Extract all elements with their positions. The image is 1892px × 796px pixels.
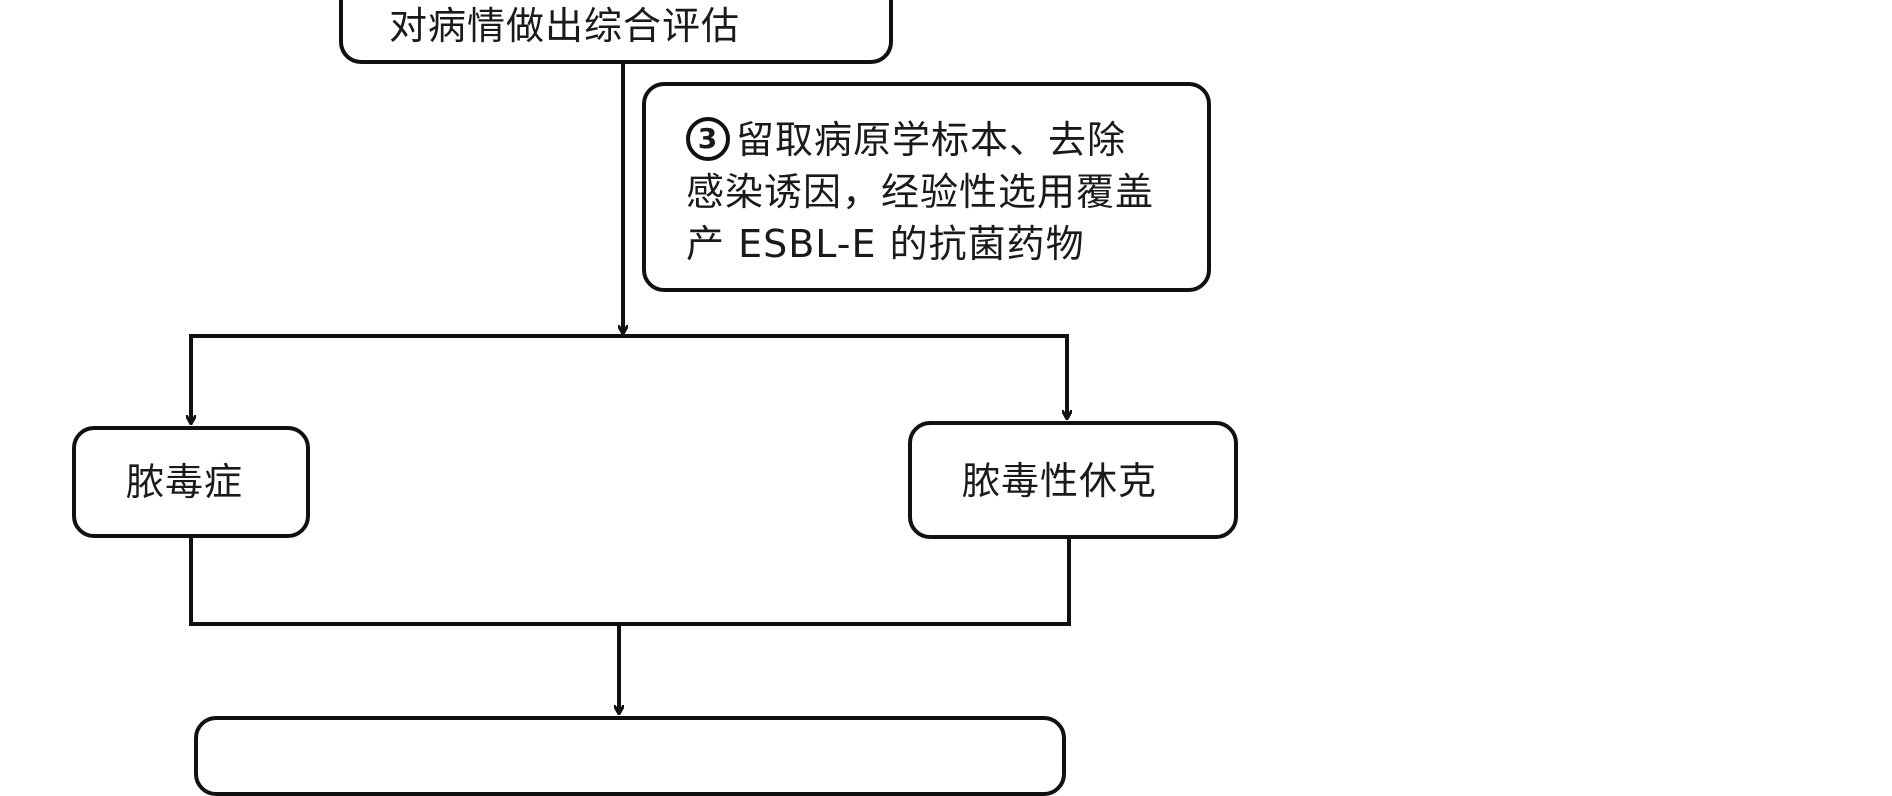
sepsis-label: 脓毒症 bbox=[126, 460, 244, 504]
step3-line-1-text: 留取病原学标本、去除 bbox=[736, 118, 1127, 162]
flowchart-connectors bbox=[0, 64, 1892, 747]
assessment-box: 对病情做出综合评估 bbox=[339, 0, 893, 64]
sepsis-box: 脓毒症 bbox=[72, 426, 310, 538]
assessment-label: 对病情做出综合评估 bbox=[389, 4, 741, 48]
step3-line-2: 感染诱因，经验性选用覆盖 bbox=[686, 170, 1155, 214]
next-step-box bbox=[194, 716, 1066, 796]
step3-line-3: 产 ESBL-E 的抗菌药物 bbox=[686, 222, 1085, 266]
step-number-badge: 3 bbox=[686, 116, 730, 161]
septic-shock-label: 脓毒性休克 bbox=[962, 459, 1158, 503]
septic-shock-box: 脓毒性休克 bbox=[908, 421, 1238, 539]
